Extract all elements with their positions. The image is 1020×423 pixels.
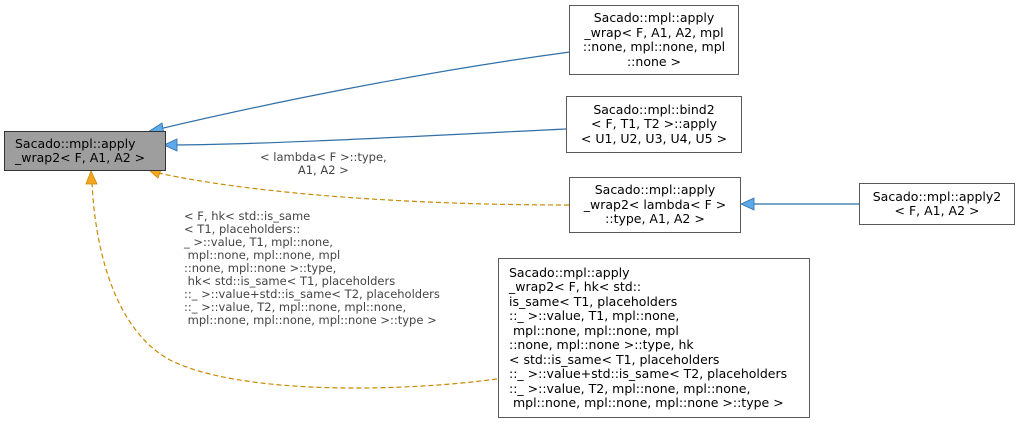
arrowhead-bind2 [163,138,178,152]
arrowhead-apply2 [740,197,755,211]
node-apply2[interactable]: Sacado::mpl::apply2 < F, A1, A2 > [859,183,1015,225]
node-apply-wrap2-lambda[interactable]: Sacado::mpl::apply _wrap2< lambda< F > :… [569,177,741,233]
arrowhead-hk [85,169,98,185]
edge-bind2-to-root [175,128,567,146]
edge-label-hk: < F, hk< std::is_same < T1, placeholders… [184,209,440,327]
node-apply-wrap[interactable]: Sacado::mpl::apply _wrap< F, A1, A2, mpl… [569,5,739,75]
edge-lambda-to-root [157,172,570,206]
node-bind2-apply[interactable]: Sacado::mpl::bind2 < F, T1, T2 >::apply … [566,96,742,153]
edge-apply-wrap-to-root [154,51,571,131]
edge-label-lambda: < lambda< F >::type, A1, A2 > [260,150,387,177]
node-apply-wrap2-root: Sacado::mpl::apply _wrap2< F, A1, A2 > [4,131,166,171]
edge-hk-to-root [91,181,498,389]
node-apply-wrap2-hk[interactable]: Sacado::mpl::apply _wrap2< F, hk< std:: … [498,258,810,418]
